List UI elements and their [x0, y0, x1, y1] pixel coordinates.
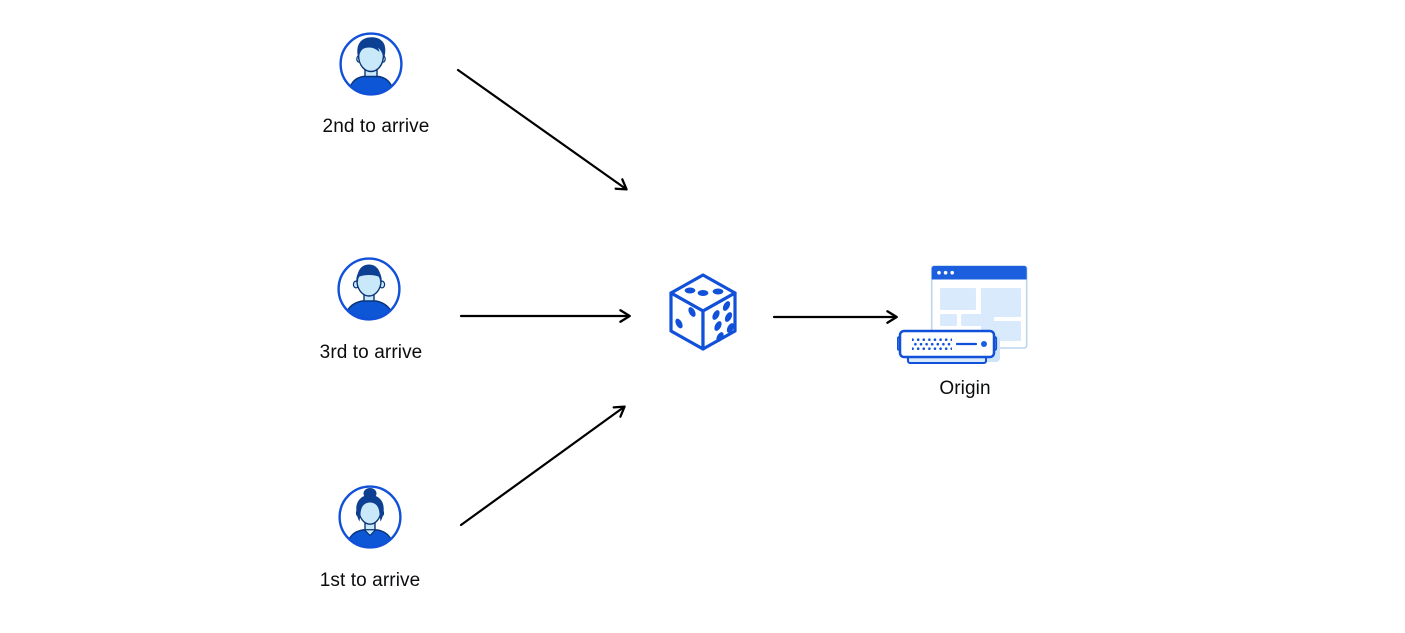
server-vents	[912, 336, 952, 352]
woman-bun-avatar-icon	[338, 485, 402, 549]
client-second	[338, 31, 404, 102]
man-swept-hair-avatar-icon	[339, 32, 403, 96]
client-third-label: 3rd to arrive	[319, 342, 423, 363]
server-led	[981, 341, 987, 347]
dice-icon	[669, 273, 737, 351]
client-first	[337, 484, 403, 555]
arrow-client-second-to-dice	[456, 68, 628, 191]
client-first-label: 1st to arrive	[319, 570, 421, 591]
browser-window-icon	[930, 265, 1028, 349]
client-second-label: 2nd to arrive	[322, 116, 430, 137]
arrow-client-first-to-dice	[459, 405, 626, 527]
client-third	[336, 256, 402, 327]
randomizer	[667, 272, 739, 357]
man-short-hair-avatar-icon	[337, 257, 401, 321]
origin-browser-server-icon	[896, 265, 1028, 364]
server-icon	[896, 329, 1000, 364]
origin-label: Origin	[939, 378, 991, 399]
origin	[896, 261, 1029, 370]
